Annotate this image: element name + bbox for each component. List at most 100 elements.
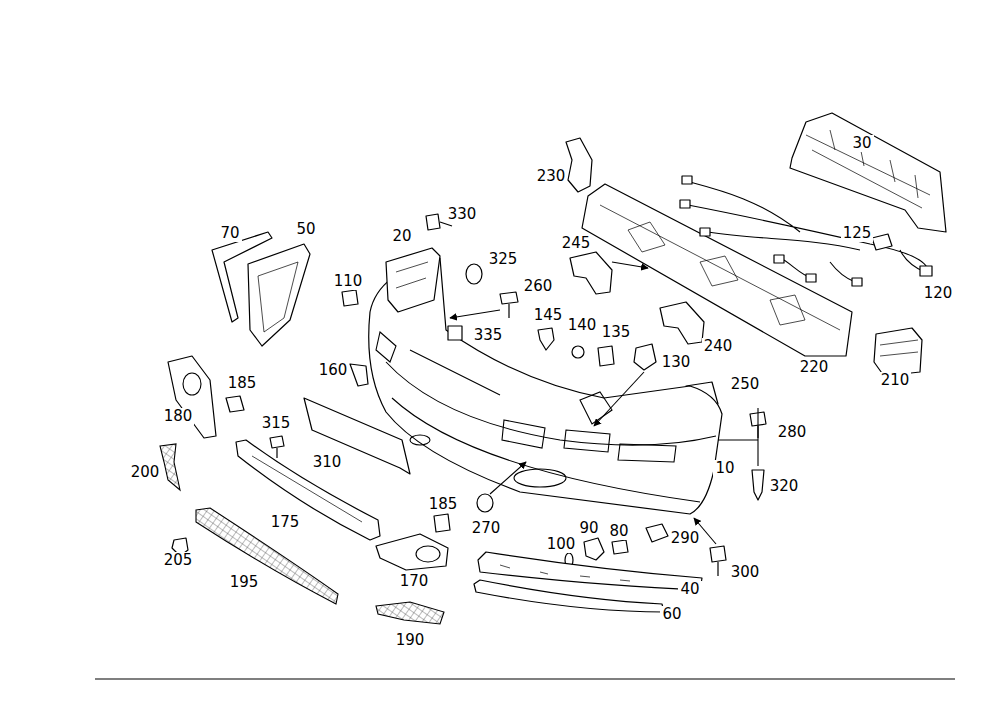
absorber-ribs xyxy=(806,130,930,208)
callout-number: 325 xyxy=(487,251,520,268)
bolt xyxy=(500,292,518,318)
sensor-holder xyxy=(584,538,604,560)
callout-number: 160 xyxy=(317,362,350,379)
impact-absorber xyxy=(790,113,946,232)
license-plate-base xyxy=(304,398,410,474)
assembly-arrow xyxy=(594,372,644,426)
callout-number: 260 xyxy=(522,278,555,295)
callout-number: 10 xyxy=(713,460,736,477)
grille-frame xyxy=(248,244,310,346)
callout-number: 220 xyxy=(798,359,831,376)
side-bracket xyxy=(566,138,592,192)
callout-number: 320 xyxy=(768,478,801,495)
fog-bracket-hole xyxy=(183,373,201,395)
callout-number: 195 xyxy=(228,574,261,591)
clip xyxy=(646,524,668,542)
guide-bracket xyxy=(660,302,704,344)
fog-lamp-frame xyxy=(376,534,448,570)
washer xyxy=(572,346,584,358)
absorber-body xyxy=(790,113,946,232)
callout-number: 330 xyxy=(446,206,479,223)
callout-number: 145 xyxy=(532,307,565,324)
spacer-sleeve xyxy=(466,264,482,284)
callout-number: 80 xyxy=(607,523,630,540)
cover-slot xyxy=(580,392,612,424)
leader xyxy=(440,222,452,226)
callout-number: 125 xyxy=(841,225,874,242)
callout-number: 290 xyxy=(669,530,702,547)
callout-number: 315 xyxy=(260,415,293,432)
wiring-harness xyxy=(688,182,928,282)
callout-number: 210 xyxy=(879,372,912,389)
trim-strip-detail xyxy=(500,565,630,581)
bracket-detail xyxy=(396,262,428,288)
rivet xyxy=(448,326,462,340)
mesh-insert xyxy=(376,602,444,624)
callout-number: 170 xyxy=(398,573,431,590)
mounting-bracket xyxy=(386,248,440,312)
harness-clip xyxy=(872,234,892,250)
callout-number: 185 xyxy=(226,375,259,392)
cover-openings xyxy=(376,332,676,462)
callout-number: 230 xyxy=(535,168,568,185)
plug xyxy=(806,274,816,282)
guide-bracket xyxy=(570,252,612,294)
callout-number: 135 xyxy=(600,324,633,341)
spacer xyxy=(426,214,440,230)
trim-strip xyxy=(474,580,664,612)
bracket-line xyxy=(718,408,758,466)
callout-number: 110 xyxy=(332,273,365,290)
callout-number: 50 xyxy=(294,221,317,238)
screw xyxy=(270,436,284,458)
callout-number: 30 xyxy=(850,135,873,152)
fasteners xyxy=(342,214,766,576)
callout-number: 200 xyxy=(129,464,162,481)
fog-lamp-frame-hole xyxy=(416,546,440,562)
cover-edges xyxy=(386,362,716,502)
plug xyxy=(700,228,710,236)
nut xyxy=(226,396,244,412)
bumper-carrier xyxy=(582,184,852,356)
callout-number: 240 xyxy=(702,338,735,355)
carrier-body xyxy=(582,184,852,356)
grille-strip-detail xyxy=(252,456,362,522)
parking-sensor xyxy=(634,344,656,370)
parking-sensor xyxy=(612,540,628,554)
screw xyxy=(538,328,554,350)
sensor-plugs xyxy=(680,176,932,286)
callout-number: 300 xyxy=(729,564,762,581)
bolt xyxy=(342,290,358,306)
small-bracket xyxy=(350,364,368,386)
grille-inner xyxy=(258,262,298,332)
callout-number: 175 xyxy=(269,514,302,531)
screw xyxy=(752,470,764,500)
callout-number: 270 xyxy=(470,520,503,537)
plug xyxy=(920,266,932,276)
holder-detail xyxy=(880,340,918,356)
callout-number: 190 xyxy=(394,632,427,649)
fog-bracket xyxy=(168,356,216,438)
plug xyxy=(852,278,862,286)
plug xyxy=(682,176,692,184)
callout-number: 20 xyxy=(390,228,413,245)
callout-number: 70 xyxy=(218,225,241,242)
trim-strip xyxy=(478,552,702,590)
callout-number: 60 xyxy=(660,606,683,623)
callout-number: 100 xyxy=(545,536,578,553)
callout-number: 250 xyxy=(729,376,762,393)
mesh-insert xyxy=(196,508,338,604)
assembly-arrow xyxy=(450,310,500,318)
callout-number: 40 xyxy=(678,581,701,598)
fog-opening xyxy=(410,435,430,445)
callout-number: 335 xyxy=(472,327,505,344)
callout-number: 90 xyxy=(577,520,600,537)
grommet xyxy=(477,494,493,512)
callout-number: 140 xyxy=(566,317,599,334)
grille-strip xyxy=(236,440,380,540)
callout-number: 205 xyxy=(162,552,195,569)
callout-number: 180 xyxy=(162,408,195,425)
callout-number: 310 xyxy=(311,454,344,471)
callout-number: 130 xyxy=(660,354,693,371)
